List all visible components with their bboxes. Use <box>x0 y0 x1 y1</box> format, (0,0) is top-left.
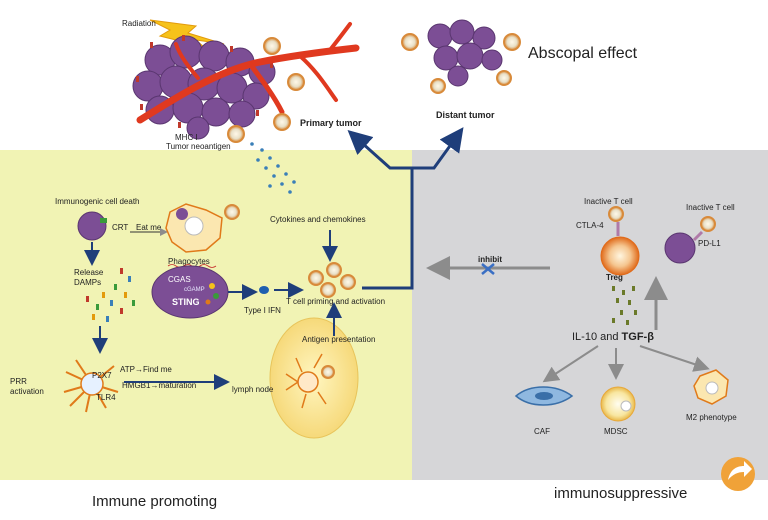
caf-label: CAF <box>534 427 550 436</box>
lymph-node-label: lymph node <box>232 385 274 394</box>
inactive-t-cell-1-label: Inactive T cell <box>584 197 633 206</box>
arrow-right-icon <box>728 461 752 480</box>
cytokine-particles <box>612 286 637 325</box>
primary-tumor-label: Primary tumor <box>300 118 362 128</box>
damps-label: DAMPs <box>74 278 101 287</box>
dying-tumor-cell <box>77 211 107 241</box>
treg-label: Treg <box>606 273 623 282</box>
pdl1-label: PD-L1 <box>698 239 721 248</box>
prr-label: PRR <box>10 377 27 386</box>
abscopal-effect-title: Abscopal effect <box>528 45 638 62</box>
radiation-label: Radiation <box>122 19 156 28</box>
activated-t-cells <box>308 262 356 298</box>
crt-label: CRT <box>112 223 128 232</box>
ctla4-label: CTLA-4 <box>576 221 604 230</box>
primary-tumor-cluster <box>132 35 276 140</box>
mhc-label: MHC I <box>175 133 198 142</box>
immunosuppressive-panel <box>412 150 768 480</box>
tlr4-label: TLR4 <box>96 393 116 402</box>
antigen-dots <box>250 142 296 194</box>
damps-particles <box>86 268 135 322</box>
cytokines-label: Cytokines and chemokines <box>270 215 366 224</box>
blood-vessel <box>136 44 360 124</box>
immunosuppressive-label: immunosuppressive <box>554 485 687 502</box>
il10-label: IL-10 and TGF-β <box>572 331 654 343</box>
tgfb-label: TGF-β <box>622 331 655 343</box>
m2-label: M2 phenotype <box>686 413 737 422</box>
phagocytes-label: Phagocytes <box>168 257 210 266</box>
next-button[interactable] <box>721 457 755 491</box>
neoantigen-label: Tumor neoantigen <box>166 142 231 151</box>
icd-label: Immunogenic cell death <box>55 197 140 206</box>
distant-tumor-cluster <box>427 19 503 87</box>
tcell-priming-label: T cell priming and activation <box>286 297 385 306</box>
antigen-presentation-label: Antigen presentation <box>302 335 375 344</box>
mdsc-label: MDSC <box>604 427 628 436</box>
atp-label: ATP→Find me <box>120 365 172 374</box>
cgas-label: CGAS <box>168 275 191 284</box>
mdsc-cell <box>600 386 636 422</box>
arrow-to-primary <box>347 129 414 210</box>
ifn-molecule <box>259 286 269 294</box>
inhibit-label: inhibit <box>478 255 502 264</box>
release-label: Release <box>74 268 104 277</box>
arrow-tcell-up <box>362 210 414 290</box>
hmgb1-label: HMGB1→maturation <box>122 381 196 390</box>
inhibit-cross-icon <box>481 263 495 275</box>
tumor-cell-pdl1 <box>664 232 696 264</box>
type1-ifn-label: Type I IFN <box>244 306 281 315</box>
cgamp-label: cGAMP <box>184 287 205 293</box>
distant-tumor-label: Distant tumor <box>436 110 495 120</box>
arrow-to-distant <box>412 127 464 170</box>
dendritic-cell-ln <box>285 353 327 409</box>
tumor-receptors <box>136 35 273 128</box>
t-cells-distant <box>401 33 521 94</box>
t-cells-primary <box>227 37 305 143</box>
immune-promoting-label: Immune promoting <box>92 493 217 510</box>
sting-label: STING <box>172 297 200 307</box>
activation-label: activation <box>10 387 44 396</box>
p2x7-label: P2X7 <box>92 371 112 380</box>
inactive-t-cell-2-label: Inactive T cell <box>686 203 735 212</box>
eat-me-label: Eat me <box>136 223 162 232</box>
treg-cell <box>600 236 640 276</box>
dendritic-cell-prr <box>63 359 119 413</box>
